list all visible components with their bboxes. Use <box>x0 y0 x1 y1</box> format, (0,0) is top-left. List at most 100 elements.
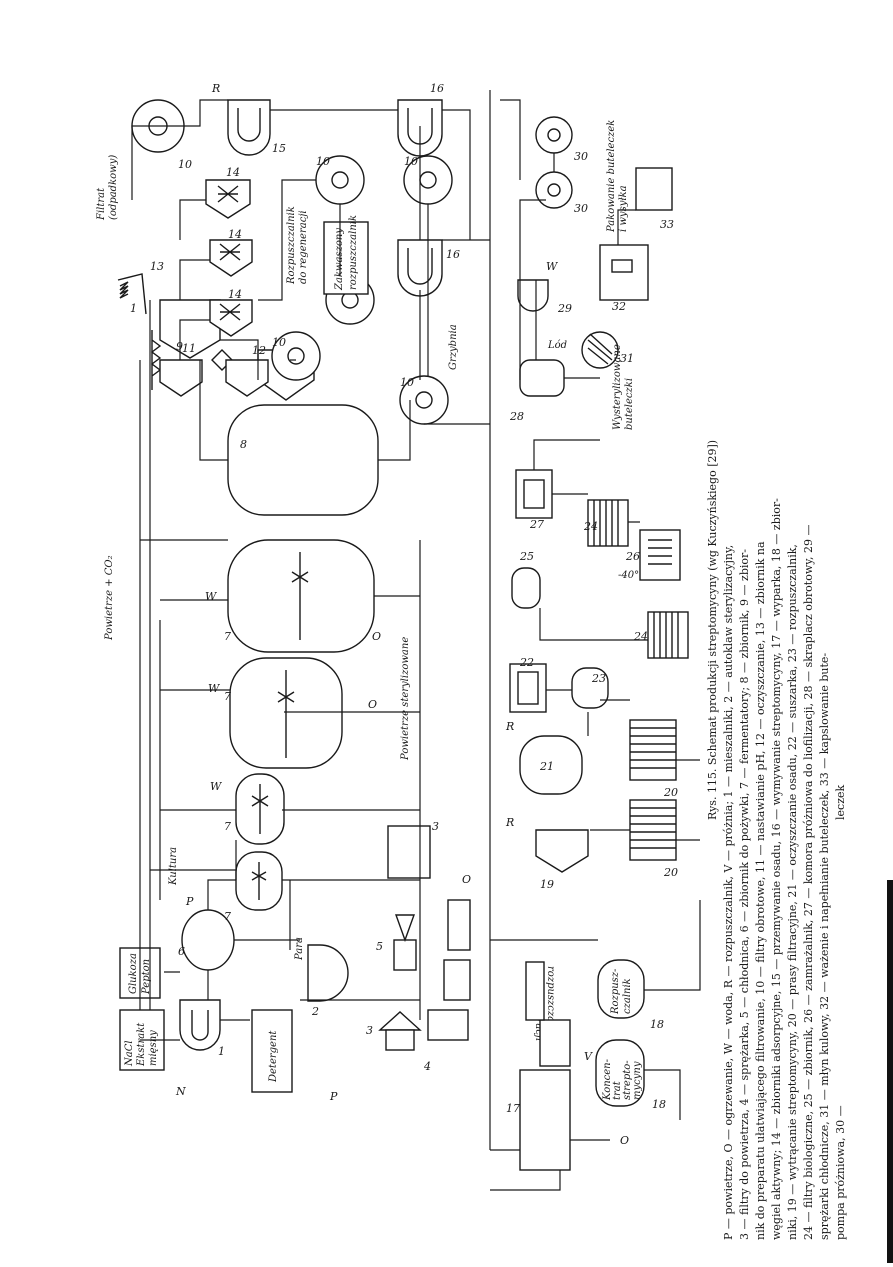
mixer-1: 1 <box>179 999 225 1058</box>
temp-label: -40° <box>618 570 639 581</box>
svg-text:Ekstrakt: Ekstrakt <box>136 1022 147 1067</box>
stream-o-7d: O <box>372 630 381 643</box>
adsorber-12: 12 <box>225 344 269 397</box>
num-16b: 16 <box>446 248 460 261</box>
autoclave-2: Para 2 <box>294 937 349 1018</box>
adsorber-11: 11 <box>159 342 203 397</box>
num-12: 12 <box>252 344 266 357</box>
pakowanie-label-1: Pakowanie buteleczek <box>606 120 617 233</box>
fermentor-7a: 7 Kultura <box>168 847 283 923</box>
solvent-tank-18a: Rozpusz- czalnik 18 <box>597 959 664 1031</box>
num-5: 5 <box>376 940 383 953</box>
stream-w-29: W <box>546 260 559 273</box>
lyophilizer-27: 27 <box>515 469 553 531</box>
washer-15: 15 R <box>211 82 286 156</box>
num-22: 22 <box>519 656 534 669</box>
tank-25: 25 <box>511 550 541 609</box>
condenser-28: 28 Lód <box>509 340 567 423</box>
stream-w-7c: W <box>208 682 221 695</box>
num-24b: 24 <box>633 630 648 643</box>
zakwaszony-box: Zakwaszony rozpuszczalnik <box>323 215 369 295</box>
stream-p-low: P <box>329 1090 338 1103</box>
num-30b: 30 <box>574 202 588 215</box>
air-filter-3b: 3 O <box>387 820 471 886</box>
caption-line-7: sprężarki chłodnicze, 31 — młyn kulowy, … <box>818 653 831 1240</box>
svg-text:buteleczki: buteleczki <box>624 378 635 430</box>
rotary-filter-10f: 10 <box>399 375 449 425</box>
wysteryl-label-2: buteleczki <box>624 378 635 430</box>
glukoza-label-1: Glukoza <box>128 953 139 994</box>
stream-o-7c: O <box>368 698 377 711</box>
num-33: 33 <box>660 218 674 231</box>
rozp-tank-label-2: czalnik <box>622 978 633 1014</box>
pakowanie-label-2: i wysyłka <box>618 185 629 232</box>
adsorber-14c: 14 <box>209 288 253 337</box>
fermentor-7d: 7 W O <box>205 539 381 653</box>
ball-mill-31: 31 <box>581 331 634 369</box>
svg-text:mycyny: mycyny <box>632 1061 643 1100</box>
svg-text:Glukoza: Glukoza <box>128 953 139 994</box>
grzybnia-label: Grzybnia <box>448 324 459 370</box>
num-8: 8 <box>240 438 247 451</box>
centrifuge-30a: 30 <box>535 116 588 163</box>
caption-line-5: niki, 19 — wytrącanie streptomycyny, 20 … <box>786 544 799 1240</box>
caption-title: Rys. 115. Schemat produkcji streptomycyn… <box>706 440 719 820</box>
num-10a: 10 <box>178 158 192 171</box>
tank-8: 8 <box>227 404 379 516</box>
num-23: 23 <box>591 672 606 685</box>
air-filter-3: 3 <box>366 1011 422 1051</box>
adsorber-14b: 14 <box>209 228 253 277</box>
num-11: 11 <box>182 342 196 355</box>
nacl-label-1: NaCl <box>124 1040 135 1067</box>
svg-text:i wysyłka: i wysyłka <box>618 185 629 232</box>
num-7a: 7 <box>224 910 231 923</box>
rotary-filter-10b: 10 <box>315 155 365 205</box>
num-4: 4 <box>423 1060 431 1073</box>
glukoza-label-2: Pepton <box>141 959 152 995</box>
do-regen-label-2: rozpuszczalnika <box>545 966 556 1047</box>
svg-text:Filtrat: Filtrat <box>96 187 107 221</box>
num-14c: 14 <box>228 288 242 301</box>
stream-r-21: R <box>505 720 514 733</box>
stream-w-7b: W <box>210 780 223 793</box>
svg-text:strepto-: strepto- <box>622 1060 633 1100</box>
stream-n: N <box>175 1085 186 1098</box>
num-17: 17 <box>506 1102 520 1115</box>
caption-line-4: węgiel aktywny; 14 — zbiorniki adsorpcyj… <box>770 498 783 1240</box>
adsorber-14a: 14 <box>205 166 251 219</box>
num-28: 28 <box>509 410 524 423</box>
num-7d: 7 <box>224 630 231 643</box>
num-20b: 20 <box>663 866 678 879</box>
dryer-22: 22 <box>509 656 547 713</box>
svg-text:rozpuszczalnik: rozpuszczalnik <box>348 215 359 290</box>
rozp-regen-label-1: Rozpuszczalnik <box>286 206 297 285</box>
num-19: 19 <box>540 878 554 891</box>
compressor-29: 29 W <box>517 260 572 315</box>
svg-text:NaCl: NaCl <box>124 1040 135 1067</box>
solvent-23: 23 <box>571 667 609 709</box>
num-6: 6 <box>178 945 185 958</box>
svg-text:Koncen-: Koncen- <box>602 1058 613 1101</box>
stream-o-17: O <box>620 1134 629 1147</box>
precipitator-19: 19 R <box>505 816 589 891</box>
weigher-32: 32 <box>599 244 649 313</box>
rozp-tank-label-1: Rozpusz- <box>610 968 621 1015</box>
filtrat-label-2: (odpadkowy) <box>108 155 119 220</box>
svg-text:(odpadkowy): (odpadkowy) <box>108 155 119 220</box>
fermentor-7b: 7 W <box>210 773 285 845</box>
kultura-label: Kultura <box>168 847 179 886</box>
num-29: 29 <box>557 302 572 315</box>
bio-filter-24b: 24 <box>633 611 689 659</box>
elution-16b: 16 <box>397 239 460 297</box>
filter-press-20a: 20 <box>629 719 678 799</box>
detergent-label: Detergent <box>268 1030 279 1083</box>
svg-text:Pakowanie buteleczek: Pakowanie buteleczek <box>606 120 617 233</box>
evaporator-17: 17 O <box>506 961 629 1171</box>
stream-o-filter: O <box>462 873 471 886</box>
num-10c: 10 <box>404 155 418 168</box>
bio-filter-24a: 24 <box>583 499 629 547</box>
num-14a: 14 <box>226 166 240 179</box>
rotary-filter-10d: 10 <box>271 331 321 381</box>
num-14b: 14 <box>228 228 242 241</box>
svg-text:czalnik: czalnik <box>622 978 633 1014</box>
